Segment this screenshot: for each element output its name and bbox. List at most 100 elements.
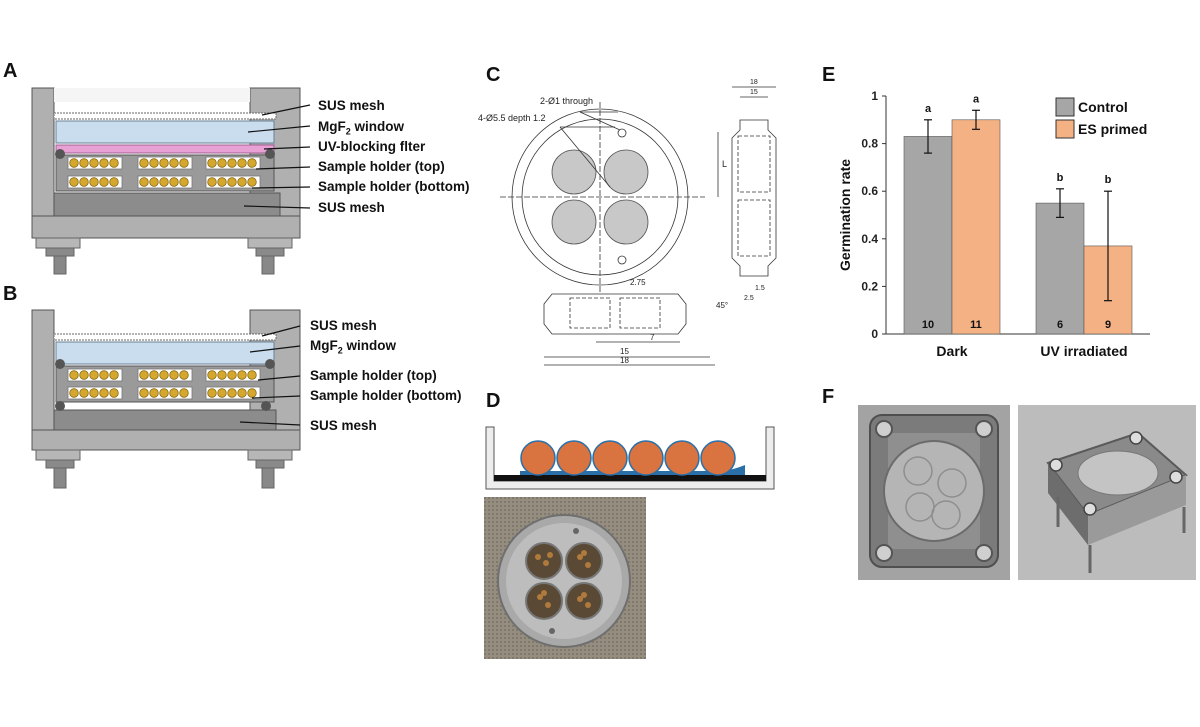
label-b-mgf2-window: MgF2 window: [310, 338, 396, 356]
y-axis-label: Germination rate: [837, 159, 853, 271]
seed-rows-a: [67, 156, 261, 189]
seed: [149, 158, 159, 168]
seed: [227, 177, 237, 187]
seed: [139, 158, 149, 168]
seed: [159, 370, 169, 380]
label-b-window: window: [342, 338, 397, 353]
panel-letter-a: A: [3, 60, 18, 82]
label-a-mgf: MgF: [318, 119, 346, 134]
seed: [217, 388, 227, 398]
bar: [951, 119, 1001, 335]
seed: [159, 158, 169, 168]
seed-balls-d: [520, 440, 736, 476]
seed: [99, 177, 109, 187]
seed: [247, 388, 257, 398]
c-offset-text: 2.75: [630, 278, 646, 287]
legend-label: ES primed: [1078, 121, 1147, 137]
seed: [207, 388, 217, 398]
panel-letter-b: B: [3, 283, 18, 305]
label-a-mgf2-window: MgF2 window: [318, 119, 404, 137]
seed: [79, 370, 89, 380]
significance-label: b: [1105, 174, 1112, 186]
seed: [169, 370, 179, 380]
seed: [109, 388, 119, 398]
bar: [1035, 202, 1085, 335]
c-d25-text: 2.5: [744, 295, 754, 302]
seed-ball: [664, 440, 700, 476]
significance-label: a: [925, 103, 932, 115]
panel-letter-f: F: [822, 386, 835, 408]
y-tick-label: 0.4: [861, 232, 878, 246]
label-a-sus-mesh-bottom: SUS mesh: [318, 200, 385, 215]
panel-letter-d: D: [486, 390, 501, 412]
seed: [207, 177, 217, 187]
seed: [179, 158, 189, 168]
label-b-sus-mesh-bottom: SUS mesh: [310, 418, 377, 433]
panel-b-cross-section: [31, 309, 301, 489]
seed: [109, 370, 119, 380]
seed: [109, 158, 119, 168]
seed: [109, 177, 119, 187]
seed-ball: [520, 440, 556, 476]
seed: [179, 370, 189, 380]
seed: [227, 388, 237, 398]
c-d15-text: 15: [620, 347, 629, 356]
seed: [247, 158, 257, 168]
legend-swatch: [1055, 119, 1075, 139]
seed: [159, 388, 169, 398]
seed: [169, 158, 179, 168]
seed: [179, 177, 189, 187]
seed: [159, 177, 169, 187]
y-tick-label: 1: [871, 89, 878, 103]
seed: [149, 177, 159, 187]
seed: [237, 177, 247, 187]
c-top1-text: 15: [750, 89, 758, 96]
seed: [237, 370, 247, 380]
seed: [89, 370, 99, 380]
label-b-subscript: 2: [337, 345, 343, 356]
bar: [903, 136, 953, 335]
seed: [89, 158, 99, 168]
seed: [227, 370, 237, 380]
legend-swatch: [1055, 97, 1075, 117]
seed-ball: [628, 440, 664, 476]
seed: [247, 370, 257, 380]
seed: [89, 177, 99, 187]
seed: [69, 370, 79, 380]
c-angle-text: 45°: [716, 301, 728, 310]
c-d7-text: 7: [650, 333, 655, 342]
n-label: 11: [970, 319, 982, 331]
seed: [139, 370, 149, 380]
photo-d-sample-holder: [484, 497, 646, 659]
seed: [207, 370, 217, 380]
panel-c-technical-drawing: 2-Ø1 through 4-Ø5.5 depth 1.2 2.75 45° L…: [478, 79, 777, 366]
label-a-holder-top: Sample holder (top): [318, 159, 445, 174]
y-tick-label: 0.6: [861, 184, 878, 198]
seed-ball: [700, 440, 736, 476]
seed: [169, 177, 179, 187]
y-tick-label: 0: [871, 327, 878, 341]
seed: [237, 158, 247, 168]
seed: [79, 158, 89, 168]
c-through-text: 2-Ø1 through: [540, 96, 593, 106]
c-d18-text: 18: [620, 356, 629, 365]
legend-label: Control: [1078, 99, 1128, 115]
seed-rows-b: [67, 368, 261, 400]
seed: [99, 388, 109, 398]
label-a-uv-filter: UV-blocking flter: [318, 139, 426, 154]
seed: [69, 158, 79, 168]
panel-letter-c: C: [486, 64, 501, 86]
label-a-subscript: 2: [345, 126, 351, 137]
label-b-holder-top: Sample holder (top): [310, 368, 437, 383]
c-l-text: L: [722, 159, 727, 169]
significance-label: b: [1057, 172, 1064, 184]
panel-d-seed-tray-diagram: [485, 426, 775, 490]
seed: [89, 388, 99, 398]
seed-ball: [592, 440, 628, 476]
label-b-holder-bottom: Sample holder (bottom): [310, 388, 462, 403]
seed: [237, 388, 247, 398]
seed: [139, 177, 149, 187]
seed: [227, 158, 237, 168]
y-tick-label: 0.8: [861, 137, 878, 151]
